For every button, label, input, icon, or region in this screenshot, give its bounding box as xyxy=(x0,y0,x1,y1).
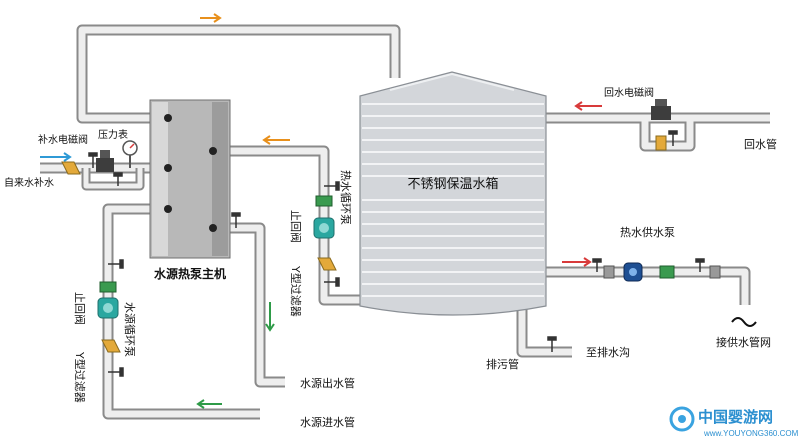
return-solenoid-valve xyxy=(651,99,671,120)
drain-label: 排污管 xyxy=(486,357,519,371)
watermark-url: www.YOUYONG360.COM xyxy=(703,429,799,438)
gate-valve-icon xyxy=(592,258,602,272)
valve-handles xyxy=(88,130,705,377)
hot-water-circulation-pump xyxy=(313,217,335,239)
y-filter-label-2: Y型过滤器 xyxy=(73,351,87,403)
y-filter-icon xyxy=(101,339,121,353)
gate-valve-icon xyxy=(113,172,123,186)
gate-valve-icon xyxy=(88,152,98,168)
gate-valve-icon xyxy=(695,258,705,272)
return-solenoid-label: 回水电磁阀 xyxy=(604,86,654,99)
gate-valve-icon xyxy=(547,336,557,352)
gate-valve-icon xyxy=(231,212,241,228)
hot-circulation-pump-label: 热水循环泵 xyxy=(339,170,352,225)
makeup-solenoid-valve xyxy=(96,150,114,172)
makeup-y-filter-icon xyxy=(61,161,81,175)
source-outlet-label: 水源出水管 xyxy=(300,376,355,390)
arrow-right-icon xyxy=(562,257,592,267)
return-bypass-fitting-icon xyxy=(655,135,667,151)
arrow-down-icon xyxy=(265,302,275,332)
heat-pump-label: 水源热泵主机 xyxy=(154,266,226,281)
hot-water-supply-pump xyxy=(623,262,643,282)
supply-network-symbol xyxy=(731,317,757,327)
supply-network-label: 接供水管网 xyxy=(716,335,771,349)
pressure-gauge-icon xyxy=(122,140,138,168)
source-circulation-pump-label: 水源循环泵 xyxy=(123,302,137,357)
to-ditch-label: 至排水沟 xyxy=(586,345,630,359)
check-valve-label-2: 止回阀 xyxy=(73,292,87,325)
supply-line-check-valve-icon xyxy=(659,265,675,279)
tank-label: 不锈钢保温水箱 xyxy=(407,176,498,192)
arrow-left-icon xyxy=(196,399,222,409)
hot-supply-pump-label: 热水供水泵 xyxy=(620,225,675,239)
heat-pump-unit xyxy=(149,99,231,259)
gate-valve-icon xyxy=(324,181,340,191)
flow-arrows xyxy=(40,13,602,409)
check-valve-icon xyxy=(99,281,117,293)
supply-line-fitting-icon xyxy=(603,265,721,279)
site-watermark: 中国婴游网 www.YOUYONG360.COM xyxy=(669,406,799,438)
return-pipe-label: 回水管 xyxy=(744,137,777,151)
pressure-gauge-label: 压力表 xyxy=(98,128,128,141)
arrow-left-icon xyxy=(262,135,290,145)
arrow-right-icon xyxy=(200,13,222,23)
y-filter-label-1: Y型过滤器 xyxy=(289,265,303,317)
tap-makeup-label: 自来水补水 xyxy=(4,176,54,189)
gate-valve-icon xyxy=(108,259,124,269)
check-valve-label-1: 止回阀 xyxy=(289,210,303,243)
watermark-name: 中国婴游网 xyxy=(698,408,773,426)
arrow-right-icon xyxy=(40,152,72,162)
makeup-solenoid-label: 补水电磁阀 xyxy=(38,133,88,146)
gate-valve-icon xyxy=(668,130,678,146)
y-filter-icon xyxy=(317,257,337,271)
source-inlet-label: 水源进水管 xyxy=(300,415,355,429)
arrow-left-icon xyxy=(574,101,602,111)
labels: 不锈钢保温水箱 水源热泵主机 回水电磁阀 回水管 补水电磁阀 压力表 自来水补水… xyxy=(4,86,777,429)
gate-valve-icon xyxy=(108,367,124,377)
source-circulation-pump xyxy=(97,297,119,319)
insulated-water-tank xyxy=(359,71,547,316)
check-valve-icon xyxy=(315,195,333,207)
gate-valve-icon xyxy=(324,277,340,287)
